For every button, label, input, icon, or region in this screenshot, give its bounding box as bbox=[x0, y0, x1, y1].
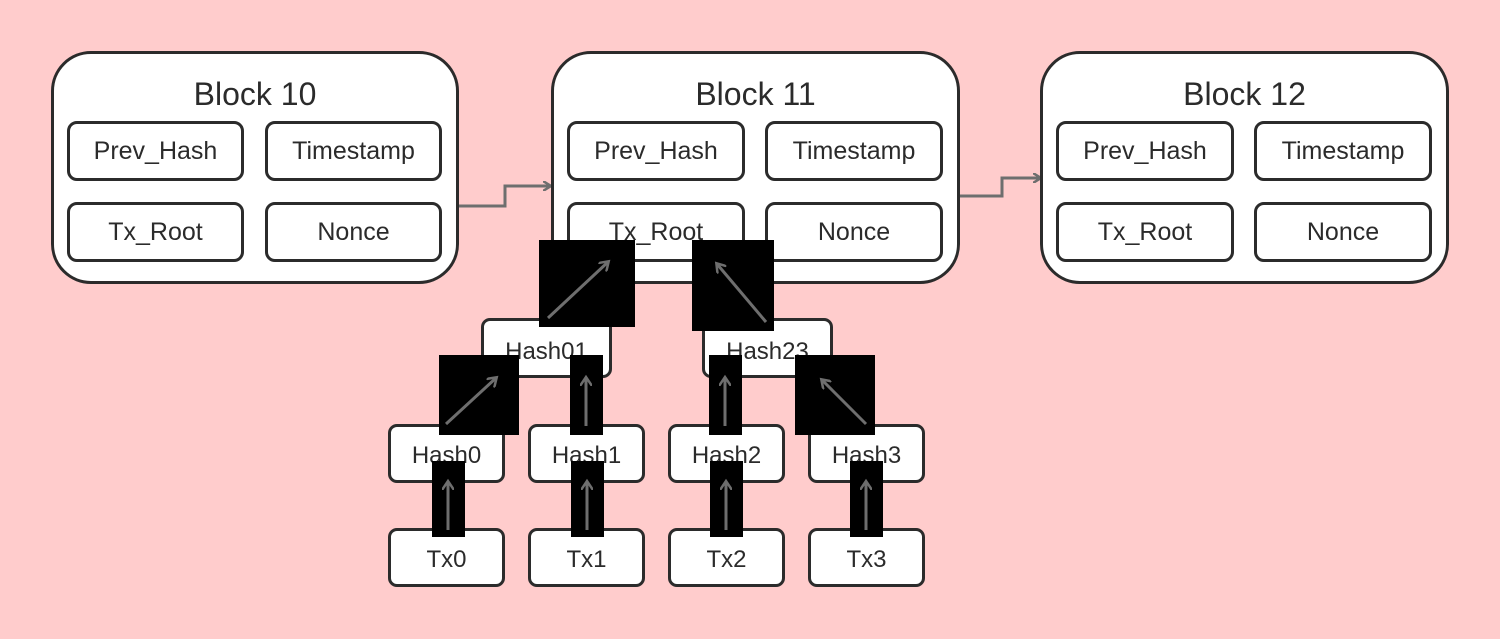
block-title: Block 12 bbox=[1183, 76, 1306, 112]
merkle-leaf-tx2: Tx2 bbox=[668, 528, 785, 587]
field-tx-root: Tx_Root bbox=[67, 202, 244, 262]
block-title: Block 10 bbox=[193, 76, 317, 112]
arrow-hash3-to-hash23 bbox=[822, 380, 868, 426]
field-nonce: Nonce bbox=[1254, 202, 1432, 262]
merkle-leaf-tx1: Tx1 bbox=[528, 528, 645, 587]
field-prev-hash: Prev_Hash bbox=[1056, 121, 1234, 181]
field-timestamp: Timestamp bbox=[1254, 121, 1432, 181]
field-tx-root: Tx_Root bbox=[1056, 202, 1234, 262]
field-nonce: Nonce bbox=[765, 202, 943, 262]
block-title: Block 11 bbox=[695, 76, 816, 112]
merkle-leaf-tx0: Tx0 bbox=[388, 528, 505, 587]
field-prev-hash: Prev_Hash bbox=[67, 121, 244, 181]
arrow-hash01-to-txroot bbox=[546, 262, 608, 320]
field-nonce: Nonce bbox=[265, 202, 442, 262]
field-timestamp: Timestamp bbox=[265, 121, 442, 181]
connector-block10-to-block11 bbox=[458, 186, 550, 208]
field-prev-hash: Prev_Hash bbox=[567, 121, 745, 181]
field-timestamp: Timestamp bbox=[765, 121, 943, 181]
connector-block11-to-block12 bbox=[960, 178, 1040, 198]
arrow-hash0-to-hash01 bbox=[444, 378, 496, 426]
arrow-hash23-to-txroot bbox=[717, 264, 768, 323]
merkle-leaf-tx3: Tx3 bbox=[808, 528, 925, 587]
